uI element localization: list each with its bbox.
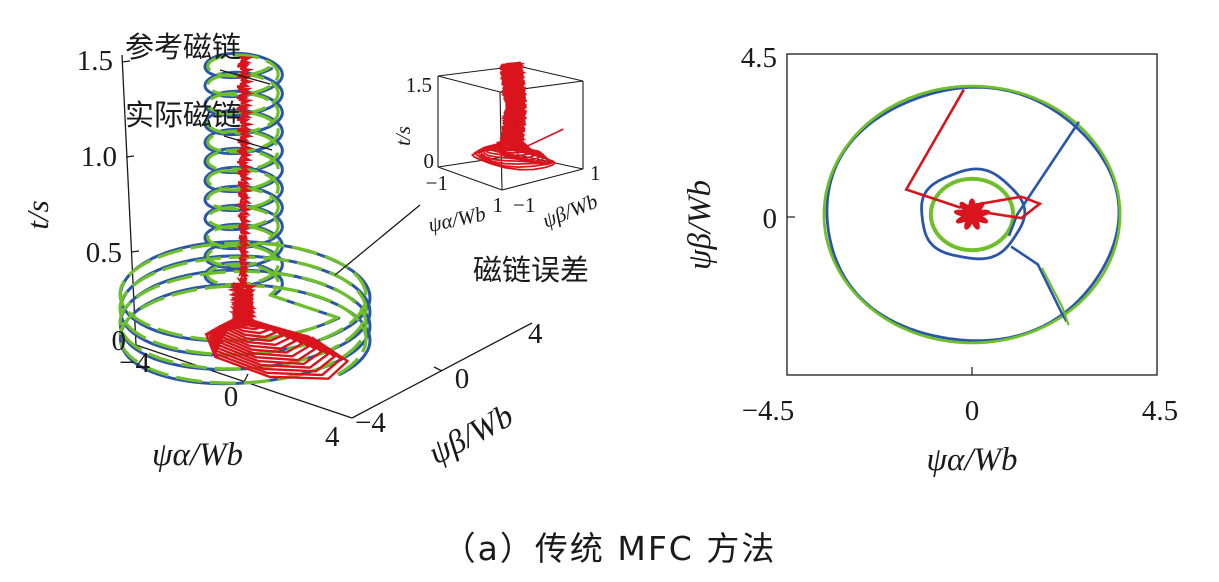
inset-x-tick-label-1: 1 [493, 193, 504, 217]
y-tick-label-0: 0 [763, 203, 778, 235]
reference-inner-orbit [928, 176, 1016, 253]
inset-z-axis-label: t/s [391, 126, 415, 146]
main-y-tick-0 [433, 366, 443, 372]
leader-actual [223, 135, 273, 151]
main-3d-plot: 参考磁链 实际磁链 磁链误差 1.5 1.0 0.5 0 t/s −4 0 4 … [20, 30, 589, 473]
inset-box-edge [517, 65, 584, 82]
inset-box-edge [437, 166, 503, 191]
error-cluster [953, 198, 991, 230]
trajectory-2d-curves [822, 84, 1122, 345]
inset-x-tick-label-neg1: −1 [426, 171, 448, 195]
annotation-reference: 参考磁链 [125, 30, 241, 64]
main-z-tick-label-10: 1.0 [81, 141, 117, 173]
main-z-axis [121, 54, 137, 346]
annotation-actual: 实际磁链 [125, 98, 241, 132]
inset-3d-plot: 1.5 0 t/s −1 1 ψα/Wb −1 1 ψβ/Wb [391, 61, 601, 237]
main-y-tick-label-4: 4 [528, 318, 543, 350]
error-transient [904, 89, 1043, 220]
inset-y-tick-label-neg1: −1 [513, 193, 535, 217]
main-z-tick-label-15: 1.5 [77, 45, 113, 77]
main-error-base [204, 282, 350, 380]
y-axis-label: ψβ/Wb [682, 180, 718, 270]
inset-z-tick-label-15: 1.5 [406, 73, 432, 97]
inset-y-tick-label-1: 1 [590, 161, 601, 185]
main-flux-error-trace [204, 56, 350, 380]
main-z-tick-15 [121, 60, 131, 63]
main-z-tick-label-0: 0 [112, 325, 127, 357]
main-y-tick-label-neg4: −4 [355, 407, 386, 439]
main-error-column [236, 56, 255, 288]
x-tick-label-45: 4.5 [1142, 395, 1178, 427]
main-x-tick-label-0: 0 [224, 381, 239, 413]
inset-box-edge [501, 168, 584, 191]
actual-transient-upper [1007, 121, 1080, 237]
main-x-tick-0 [243, 373, 249, 383]
main-y-axis-label: ψβ/Wb [423, 398, 519, 472]
main-x-tick-label-4: 4 [325, 421, 340, 453]
inset-z-tick-label-0: 0 [424, 149, 435, 173]
leader-error [334, 204, 421, 276]
main-z-axis-label: t/s [20, 200, 55, 229]
reference-outer-orbit [822, 84, 1122, 345]
actual-inner-orbit [920, 167, 1027, 261]
annotation-error: 磁链误差 [473, 253, 589, 287]
actual-transient-lower [1010, 245, 1068, 323]
inset-flux-error-trace [470, 61, 564, 171]
main-annotation-leaders [219, 69, 421, 276]
figure-caption: （a）传统 MFC 方法 [442, 529, 777, 568]
x-tick-label-neg45: −4.5 [742, 395, 795, 427]
x-tick-label-0: 0 [965, 395, 980, 427]
leader-reference [219, 69, 271, 85]
inset-error-spike [516, 128, 564, 152]
main-x-axis-label: ψα/Wb [152, 437, 243, 473]
y-tick-label-45: 4.5 [741, 42, 777, 74]
main-z-tick-05 [130, 250, 140, 253]
inset-error-base [470, 137, 557, 171]
inset-box-edge [437, 75, 501, 93]
inset-error-column [499, 61, 527, 144]
x-axis-label: ψα/Wb [927, 442, 1018, 478]
inset-x-axis-label: ψα/Wb [426, 201, 488, 237]
main-z-tick-10 [125, 155, 135, 158]
reference-transient-lower [1040, 267, 1070, 326]
main-x-tick-label-neg4: −4 [119, 347, 150, 379]
trajectory-2d-plot: 4.5 0 −4.5 0 4.5 ψα/Wb ψβ/Wb [682, 42, 1178, 478]
main-y-tick-label-0: 0 [455, 363, 470, 395]
main-z-tick-label-05: 0.5 [86, 237, 122, 269]
inset-y-axis-label: ψβ/Wb [539, 189, 601, 233]
